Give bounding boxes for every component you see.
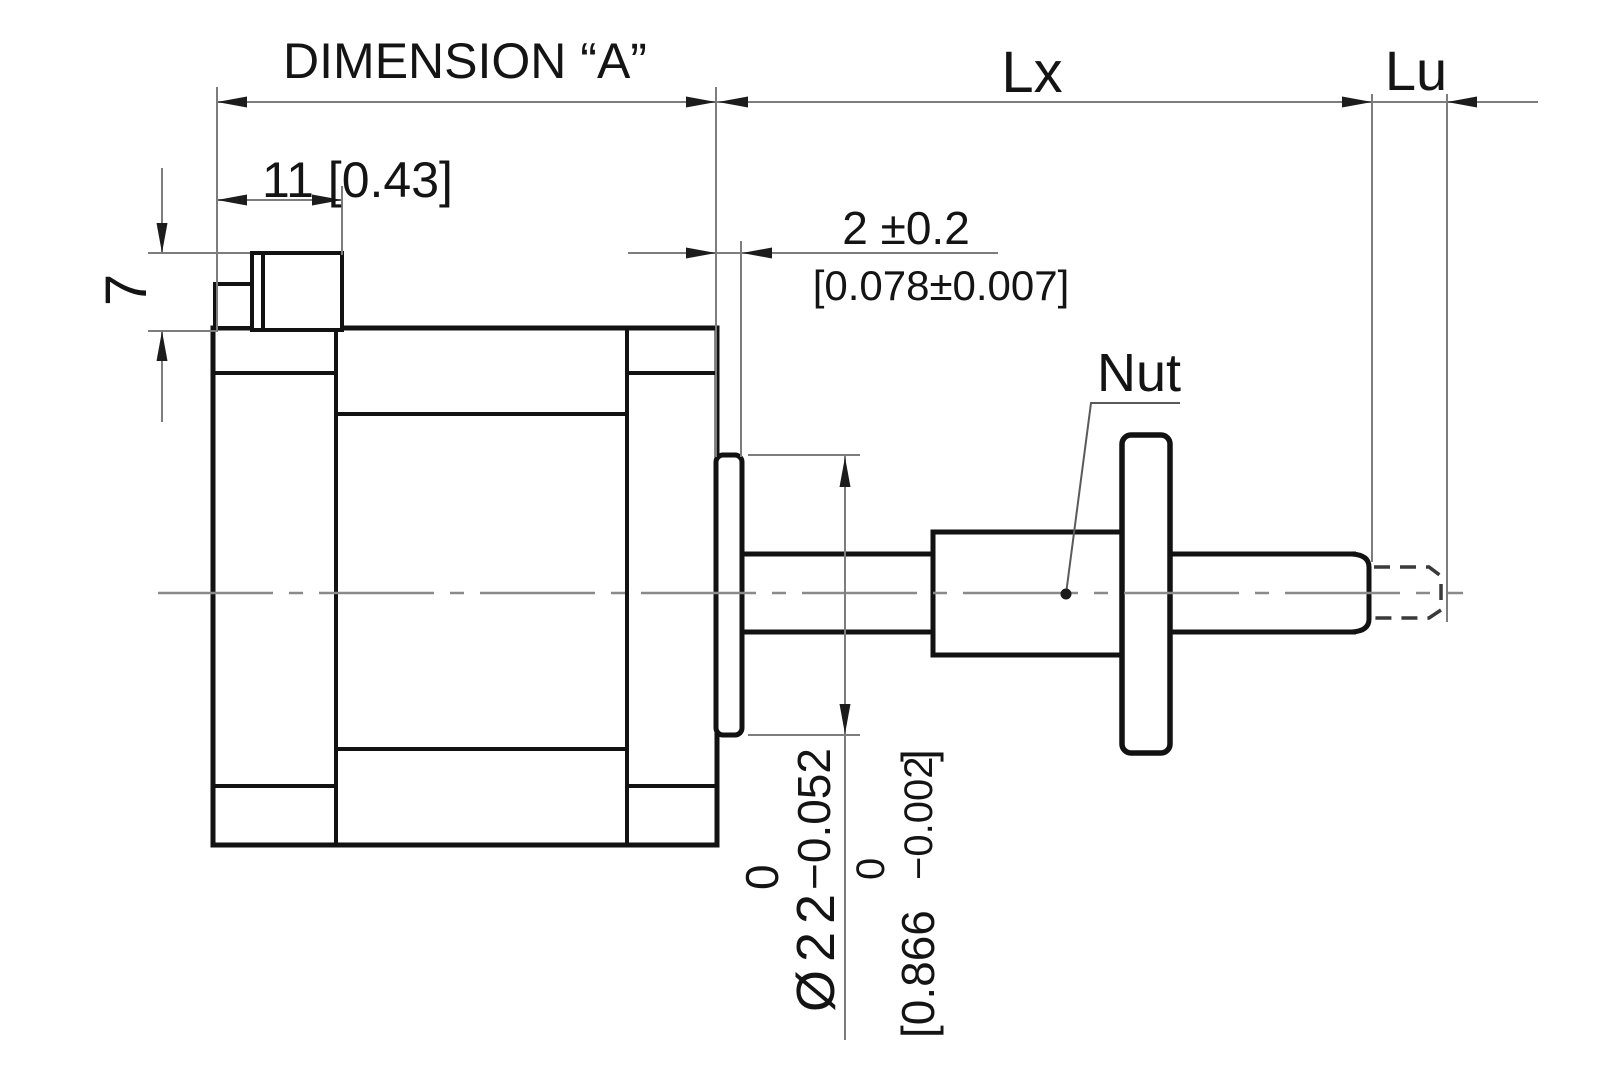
connector-block bbox=[213, 251, 344, 332]
boss-width-metric-label: 2 ±0.2 bbox=[842, 202, 970, 254]
arrow-7-top bbox=[156, 223, 168, 253]
diameter-metric-upper-tolerance: 0 bbox=[736, 864, 788, 890]
diameter-inch-lower-tolerance: −0.002 bbox=[897, 757, 941, 880]
lx-label: Lx bbox=[1001, 40, 1062, 105]
front-cap-inset-lines bbox=[627, 371, 715, 788]
stator-stack-inset-lines bbox=[336, 412, 627, 751]
arrow-2-left bbox=[686, 247, 716, 259]
diameter-metric-lower-tolerance: −0.052 bbox=[788, 748, 840, 890]
nut-leader-dot bbox=[1060, 588, 1072, 600]
arrow-lx-left bbox=[718, 96, 748, 108]
motor-outline bbox=[210, 325, 720, 848]
arrow-dimA-right bbox=[686, 96, 716, 108]
arrow-d22-top bbox=[839, 457, 851, 487]
pilot-boss bbox=[713, 452, 745, 738]
nut-leader-line bbox=[1065, 402, 1180, 595]
boss-width-inch-label: [0.078±0.007] bbox=[813, 262, 1070, 309]
boss-diameter-inch-label-group: [0.866 0 −0.002 ] bbox=[849, 749, 944, 1038]
connector-width-dim-label: 11 [0.43] bbox=[262, 152, 453, 208]
connector-height-dim-label: 7 bbox=[94, 274, 159, 306]
stepper-motor-body bbox=[210, 325, 720, 848]
arrow-2-right bbox=[742, 247, 772, 259]
arrow-11-right bbox=[312, 194, 342, 206]
arrow-dimA-left bbox=[217, 96, 247, 108]
rear-cap-inset-lines bbox=[215, 371, 336, 788]
connector-housing bbox=[250, 251, 344, 332]
diameter-metric-value: Ø22 bbox=[786, 886, 846, 1012]
arrow-lx-right bbox=[1342, 96, 1372, 108]
arrow-11-left bbox=[217, 194, 247, 206]
dimension-arrowheads bbox=[156, 96, 1477, 734]
arrow-7-bottom bbox=[156, 331, 168, 361]
arrow-d22-bottom bbox=[839, 704, 851, 734]
nut-callout-label: Nut bbox=[1097, 343, 1181, 403]
nut-leader bbox=[1060, 402, 1180, 600]
dimension-a-label: DIMENSION “A” bbox=[283, 33, 647, 89]
arrow-lu-right bbox=[1447, 96, 1477, 108]
diameter-inch-close-bracket: ] bbox=[892, 749, 944, 762]
diameter-inch-upper-tolerance: 0 bbox=[849, 858, 893, 880]
connector-step bbox=[213, 282, 254, 330]
boss-diameter-metric-label-group: Ø22 0 −0.052 bbox=[736, 748, 846, 1012]
diameter-inch-value: [0.866 bbox=[892, 910, 944, 1038]
lu-label: Lu bbox=[1385, 39, 1447, 102]
hidden-shaft-stub bbox=[1374, 565, 1443, 620]
